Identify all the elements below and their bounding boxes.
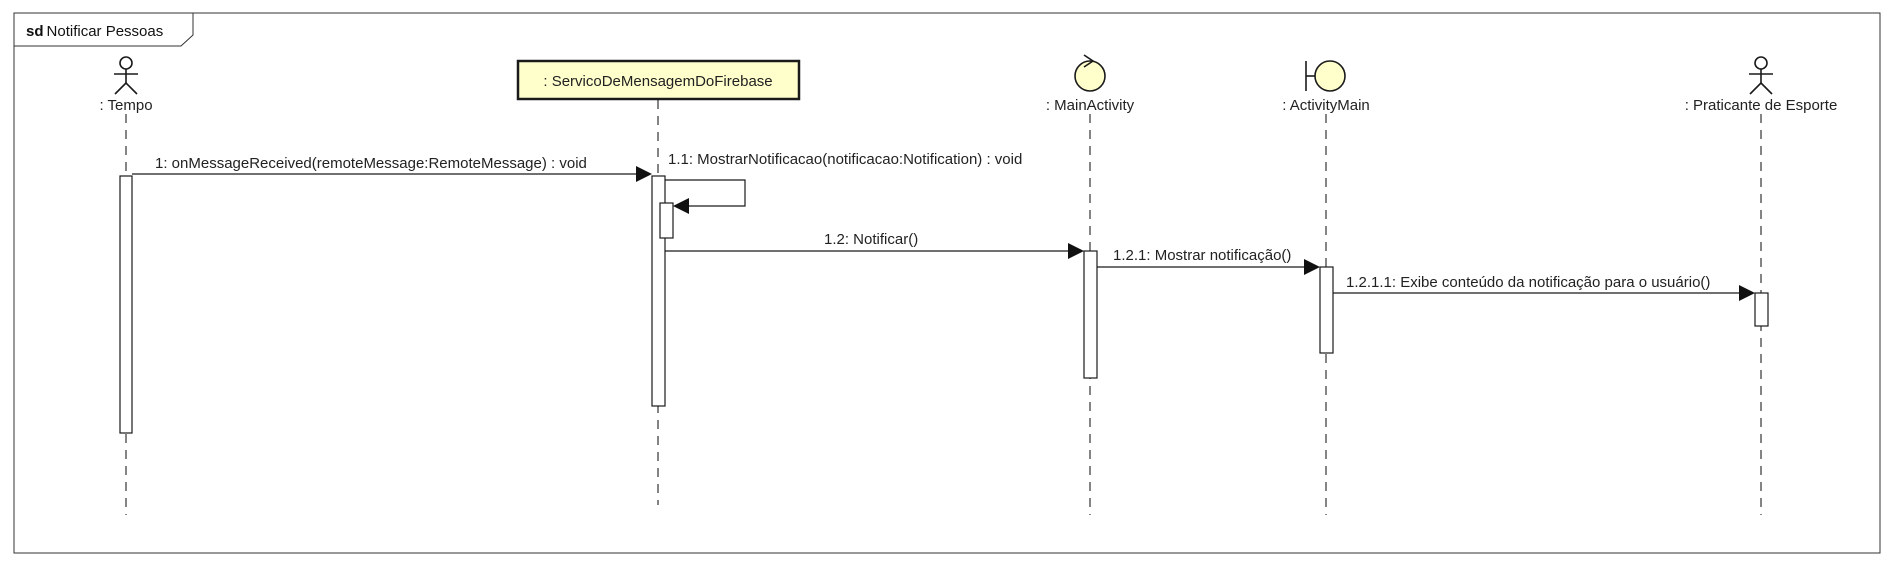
message-label: 1: onMessageReceived(remoteMessage:Remot…: [155, 155, 587, 172]
activation-praticante: [1754, 292, 1769, 327]
participant-tempo: : Tempo: [99, 56, 153, 114]
frame-tab: [14, 12, 194, 47]
actor-icon: [114, 56, 138, 95]
activation-activitymain: [1319, 266, 1334, 354]
message-1-2-1-1: 1.2.1.1: Exibe conteúdo da notificação p…: [1333, 274, 1755, 301]
participant-mainactivity: : MainActivity: [1046, 54, 1135, 114]
message-1-2: 1.2: Notificar(): [665, 231, 1084, 259]
message-label: 1.1: MostrarNotificacao(notificacao:Noti…: [668, 151, 1022, 168]
message-label: 1.2: Notificar(): [824, 231, 918, 248]
arrow-head-icon: [636, 166, 652, 182]
control-icon: [1074, 54, 1106, 92]
activation-mainactivity: [1083, 250, 1098, 379]
message-1: 1: onMessageReceived(remoteMessage:Remot…: [132, 155, 652, 182]
frame-border: [13, 12, 1881, 554]
activations: [119, 175, 1769, 434]
arrow-head-icon: [1068, 243, 1084, 259]
actor-icon: [1749, 56, 1773, 95]
participant-label: : Praticante de Esporte: [1685, 97, 1838, 114]
arrow-head-icon: [673, 198, 689, 214]
activation-tempo: [119, 175, 133, 434]
participant-praticante: : Praticante de Esporte: [1685, 56, 1838, 114]
arrow-head-icon: [1739, 285, 1755, 301]
participant-servico: : ServicoDeMensagemDoFirebase: [516, 59, 801, 101]
object-box: [516, 59, 801, 101]
message-1-2-1: 1.2.1: Mostrar notificação(): [1097, 247, 1320, 275]
message-label: 1.2.1: Mostrar notificação(): [1113, 247, 1291, 264]
participant-label: : MainActivity: [1046, 97, 1135, 114]
message-label: 1.2.1.1: Exibe conteúdo da notificação p…: [1346, 274, 1710, 291]
participant-label: : ActivityMain: [1282, 97, 1370, 114]
participant-activitymain: : ActivityMain: [1282, 60, 1370, 114]
frame-keyword: sd: [26, 23, 44, 40]
arrow-head-icon: [1304, 259, 1320, 275]
message-line: [665, 179, 746, 207]
frame-name: Notificar Pessoas: [47, 23, 164, 40]
participant-label: : Tempo: [99, 97, 152, 114]
activation-servico-self: [659, 202, 674, 239]
message-1-1: 1.1: MostrarNotificacao(notificacao:Noti…: [665, 151, 1022, 214]
participant-label: : ServicoDeMensagemDoFirebase: [543, 73, 772, 90]
boundary-icon: [1305, 60, 1346, 92]
